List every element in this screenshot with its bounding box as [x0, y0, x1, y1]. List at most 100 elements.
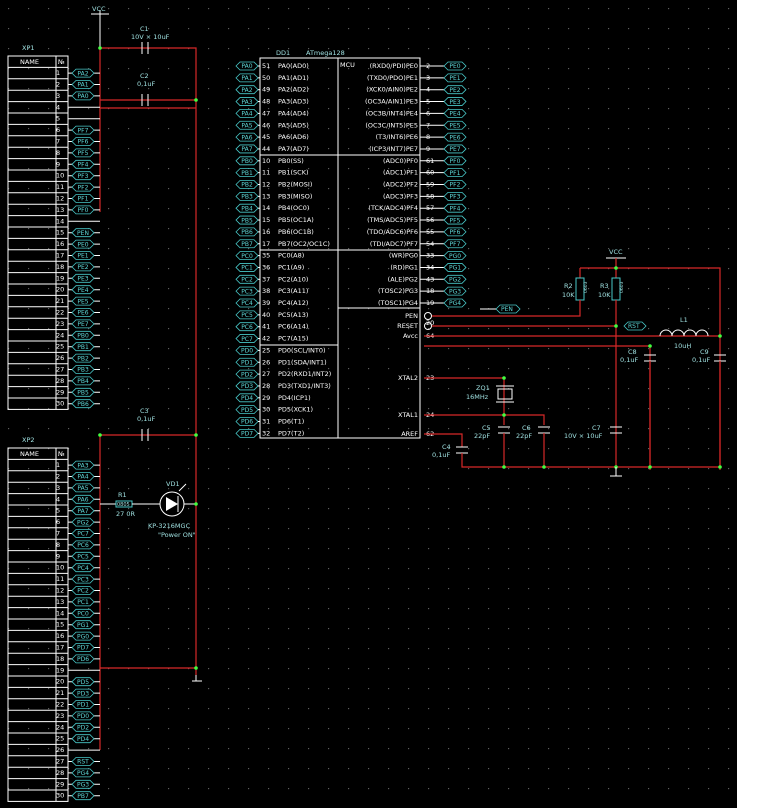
mcu-left-tag: PB3: [241, 194, 253, 201]
xp1-pin-number: 18: [56, 263, 64, 271]
mcu-right-pin-name: (ADC2)PF2: [383, 181, 418, 189]
capacitor-c2: C2 0,1uF: [137, 72, 155, 106]
xp2-pin-tag: PD4: [77, 736, 89, 743]
mcu-left-pin-number: 48: [262, 98, 270, 106]
vd1-value: KP-3216MGC: [148, 522, 191, 530]
xp1-pin-number: 7: [56, 138, 60, 146]
mcu-right-tag: PE4: [449, 111, 460, 118]
xp2-pin-tag-shape: [71, 517, 95, 527]
xp2-pin-number: 23: [56, 712, 64, 720]
xp2-pin-tag-shape: [71, 711, 95, 721]
mcu-right-tag: PG2: [449, 277, 461, 284]
xp1-pin-tag: PE5: [77, 298, 88, 305]
mcu-left-pin-name: PD3(TXD1/INT3): [278, 382, 331, 390]
mcu-left-pin-number: 30: [262, 406, 270, 414]
xp2-header-name: NAME: [20, 450, 39, 458]
xp2-pin-tag-shape: [71, 688, 95, 698]
mcu-left-tag: PA0: [241, 63, 252, 70]
xp1-pin-number: 24: [56, 331, 64, 339]
xp2-pin-tag-shape: [71, 791, 95, 801]
mcu-left-pin-number: 31: [262, 418, 270, 426]
mcu-right-tag: PF7: [450, 241, 461, 248]
mcu-left-pin-number: 45: [262, 133, 270, 141]
xp1-pin-tag: PF0: [78, 207, 89, 214]
xp1-pin-tag: PA0: [77, 93, 88, 100]
xp2-pin-number: 20: [56, 678, 64, 686]
xp1-pin-number: 30: [56, 400, 64, 408]
mcu-right-tag-shape: [443, 251, 467, 261]
xp2-pin-number: 19: [56, 666, 64, 674]
mcu-left-pin-number: 11: [262, 169, 270, 177]
mcu-extra-pin-name: Avcc: [403, 332, 418, 340]
mcu-left-pin-number: 16: [262, 228, 270, 236]
mcu-left-pin-number: 26: [262, 358, 270, 366]
xp1-pin-tag-shape: [71, 68, 95, 78]
xp1-pin-number: 20: [56, 286, 64, 294]
xp1-pin-tag-shape: [71, 228, 95, 238]
xp2-pin-tag-shape: [71, 506, 95, 516]
mcu-left-pin-name: PC4(A12): [278, 299, 308, 307]
capacitor-c1: C1 10V × 10uF: [131, 25, 170, 54]
xp1-pin-tag-shape: [71, 319, 95, 329]
xp2-pin-tag: PB7: [77, 793, 89, 800]
mcu-left-tag: PB7: [241, 241, 253, 248]
mcu-left-pin-number: 47: [262, 109, 270, 117]
mcu-left-tag: PC3: [241, 288, 253, 295]
xp1-pin-tag: PB3: [77, 367, 89, 374]
xp2-pin-number: 9: [56, 552, 60, 560]
xp1-pin-tag: PE6: [77, 310, 88, 317]
xp2-pin-tag: PA7: [77, 508, 88, 515]
xp1-pin-tag: PE7: [77, 321, 88, 328]
mcu-left-tag: PC1: [241, 265, 253, 272]
xp1-pin-tag: PB1: [77, 344, 89, 351]
mcu-right-tag-shape: [443, 215, 467, 225]
mcu-left-pin-name: PA3(AD3): [278, 98, 309, 106]
xp1-pin-tag: PEN: [77, 230, 89, 237]
mcu-left-pin-name: PA4(AD4): [278, 109, 309, 117]
xp1-pin-tag: PE4: [77, 287, 88, 294]
mcu-extra-pin-name: RESET: [397, 322, 418, 330]
xp1-pin-tag: PE3: [77, 276, 88, 283]
mcu-right-pin-name: (ADC0)PF0: [383, 157, 418, 165]
xp2-pin-tag-shape: [71, 494, 95, 504]
mcu-left-pin-name: PD0(SCL/INT0): [278, 346, 326, 354]
xp1-pin-tag-shape: [71, 262, 95, 272]
mcu-extra-pin-name: PEN: [405, 312, 418, 320]
mcu-right-tag: PG0: [449, 253, 461, 260]
resistor-r1: 0805 R1 27 0R: [100, 491, 160, 518]
mcu-left-pin-name: PA2(AD2): [278, 86, 309, 94]
xp2-pin-tag: PC2: [77, 588, 89, 595]
mcu-left-pin-name: PA6(AD6): [278, 133, 309, 141]
xp1-pin-tag: PF6: [78, 139, 89, 146]
xp1-pin-number: 11: [56, 183, 64, 191]
xp2-pin-number: 22: [56, 701, 64, 709]
mcu-left-pin-number: 39: [262, 299, 270, 307]
mcu-right-tag-shape: [443, 191, 467, 201]
xp2-pin-tag: PG1: [77, 622, 89, 629]
xp2-pin-tag: PC0: [77, 611, 89, 618]
capacitor-c3: C3 0,1uF: [137, 407, 155, 441]
xp1-pin-number: 2: [56, 81, 60, 89]
mcu-left-tag: PA7: [241, 146, 252, 153]
mcu-left-tag: PD2: [241, 371, 253, 378]
mcu-left-pin-name: PA1(AD1): [278, 74, 309, 82]
mcu-left-pin-name: PC7(A15): [278, 335, 308, 343]
inductor-l1: L1 10uH: [659, 316, 709, 350]
mcu-right-pin-name: (TDO/ADC6)PF6: [367, 228, 418, 236]
mcu-left-pin-number: 49: [262, 86, 270, 94]
c3-ref: C3: [140, 407, 149, 415]
zq1-ref: ZQ1: [476, 384, 490, 392]
xp2-pin-tag: PA5: [77, 485, 88, 492]
xp2-pin-tag-shape: [71, 563, 95, 573]
mcu-left-tag: PD7: [241, 431, 253, 438]
xp2-pin-tag-shape: [71, 779, 95, 789]
xp1-pin-tag: PE1: [77, 253, 88, 260]
c3-value: 0,1uF: [137, 415, 155, 423]
mcu-right-pin-name: (ALE)PG2: [388, 275, 418, 283]
mcu-left-pin-name: PD6(T1): [278, 418, 304, 426]
r3-ref: R3: [600, 282, 609, 290]
xp1-pin-tag: PB2: [77, 355, 89, 362]
mcu-right-pin-name: (OC3A/AIN1)PE3: [365, 98, 418, 106]
xp2-pin-number: 10: [56, 564, 64, 572]
mcu-left-pin-name: PB7(OC2/OC1C): [278, 240, 330, 248]
